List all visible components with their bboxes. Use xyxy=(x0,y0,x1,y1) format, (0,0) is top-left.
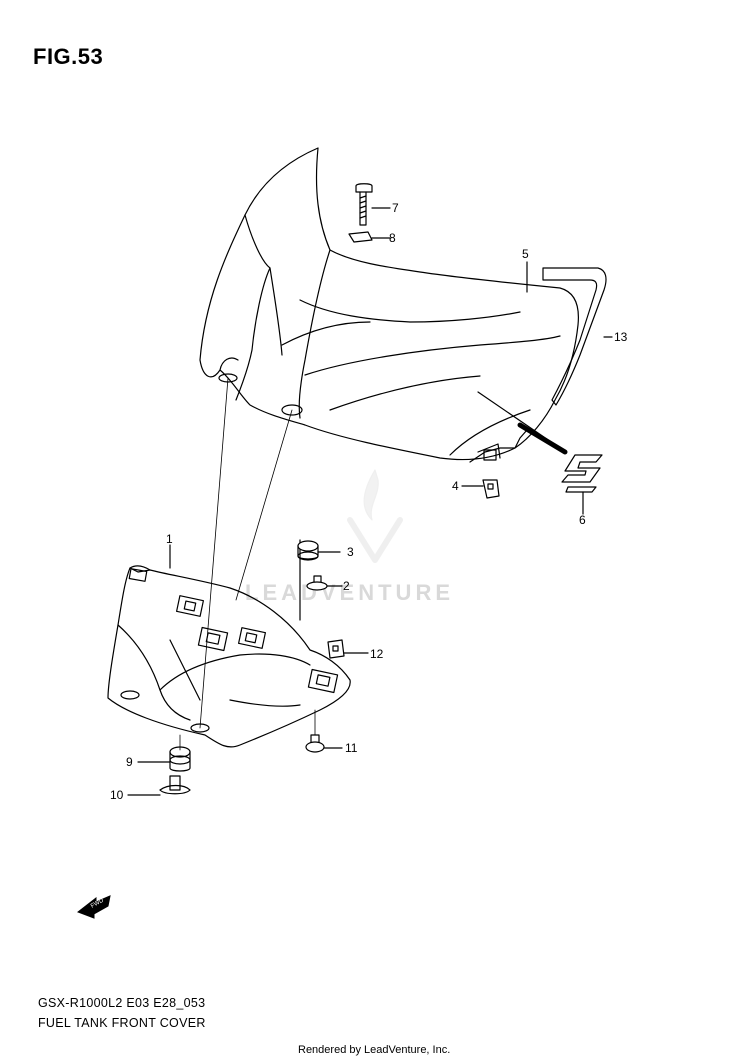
callout-3: 3 xyxy=(347,545,354,559)
part-2-collar xyxy=(306,575,328,591)
part-11-bolt xyxy=(305,734,325,753)
part-3-grommet xyxy=(297,540,319,561)
part-12-nut xyxy=(327,639,345,659)
watermark-text: LEADVENTURE xyxy=(245,580,454,605)
part-6-emblem xyxy=(561,454,603,493)
callout-9: 9 xyxy=(126,755,133,769)
part-8-nut xyxy=(348,231,373,243)
callout-1: 1 xyxy=(166,532,173,546)
part-4-nut xyxy=(482,479,500,499)
part-5-front-cover xyxy=(199,147,580,463)
part-10-collar xyxy=(159,775,191,795)
callout-13: 13 xyxy=(614,330,628,344)
callout-8: 8 xyxy=(389,231,396,245)
callout-7: 7 xyxy=(392,201,399,215)
callout-11: 11 xyxy=(345,741,358,755)
part-9-grommet xyxy=(169,746,191,772)
figure-title: FIG.53 xyxy=(33,44,104,69)
part-1-bracket xyxy=(107,539,351,748)
callout-2: 2 xyxy=(343,579,350,593)
part-13-trim xyxy=(542,267,607,406)
credit-text: Rendered by LeadVenture, Inc. xyxy=(298,1044,451,1056)
callout-5: 5 xyxy=(522,247,529,261)
callout-6: 6 xyxy=(579,513,586,527)
figure-code: GSX-R1000L2 E03 E28_053 xyxy=(38,996,206,1010)
watermark-logo xyxy=(347,469,403,563)
callout-10: 10 xyxy=(110,788,124,802)
callout-12: 12 xyxy=(370,647,384,661)
part-7-screw xyxy=(355,183,373,226)
figure-name: FUEL TANK FRONT COVER xyxy=(38,1016,206,1030)
callout-4: 4 xyxy=(452,479,459,493)
fwd-arrow-icon: FWD xyxy=(76,895,111,919)
